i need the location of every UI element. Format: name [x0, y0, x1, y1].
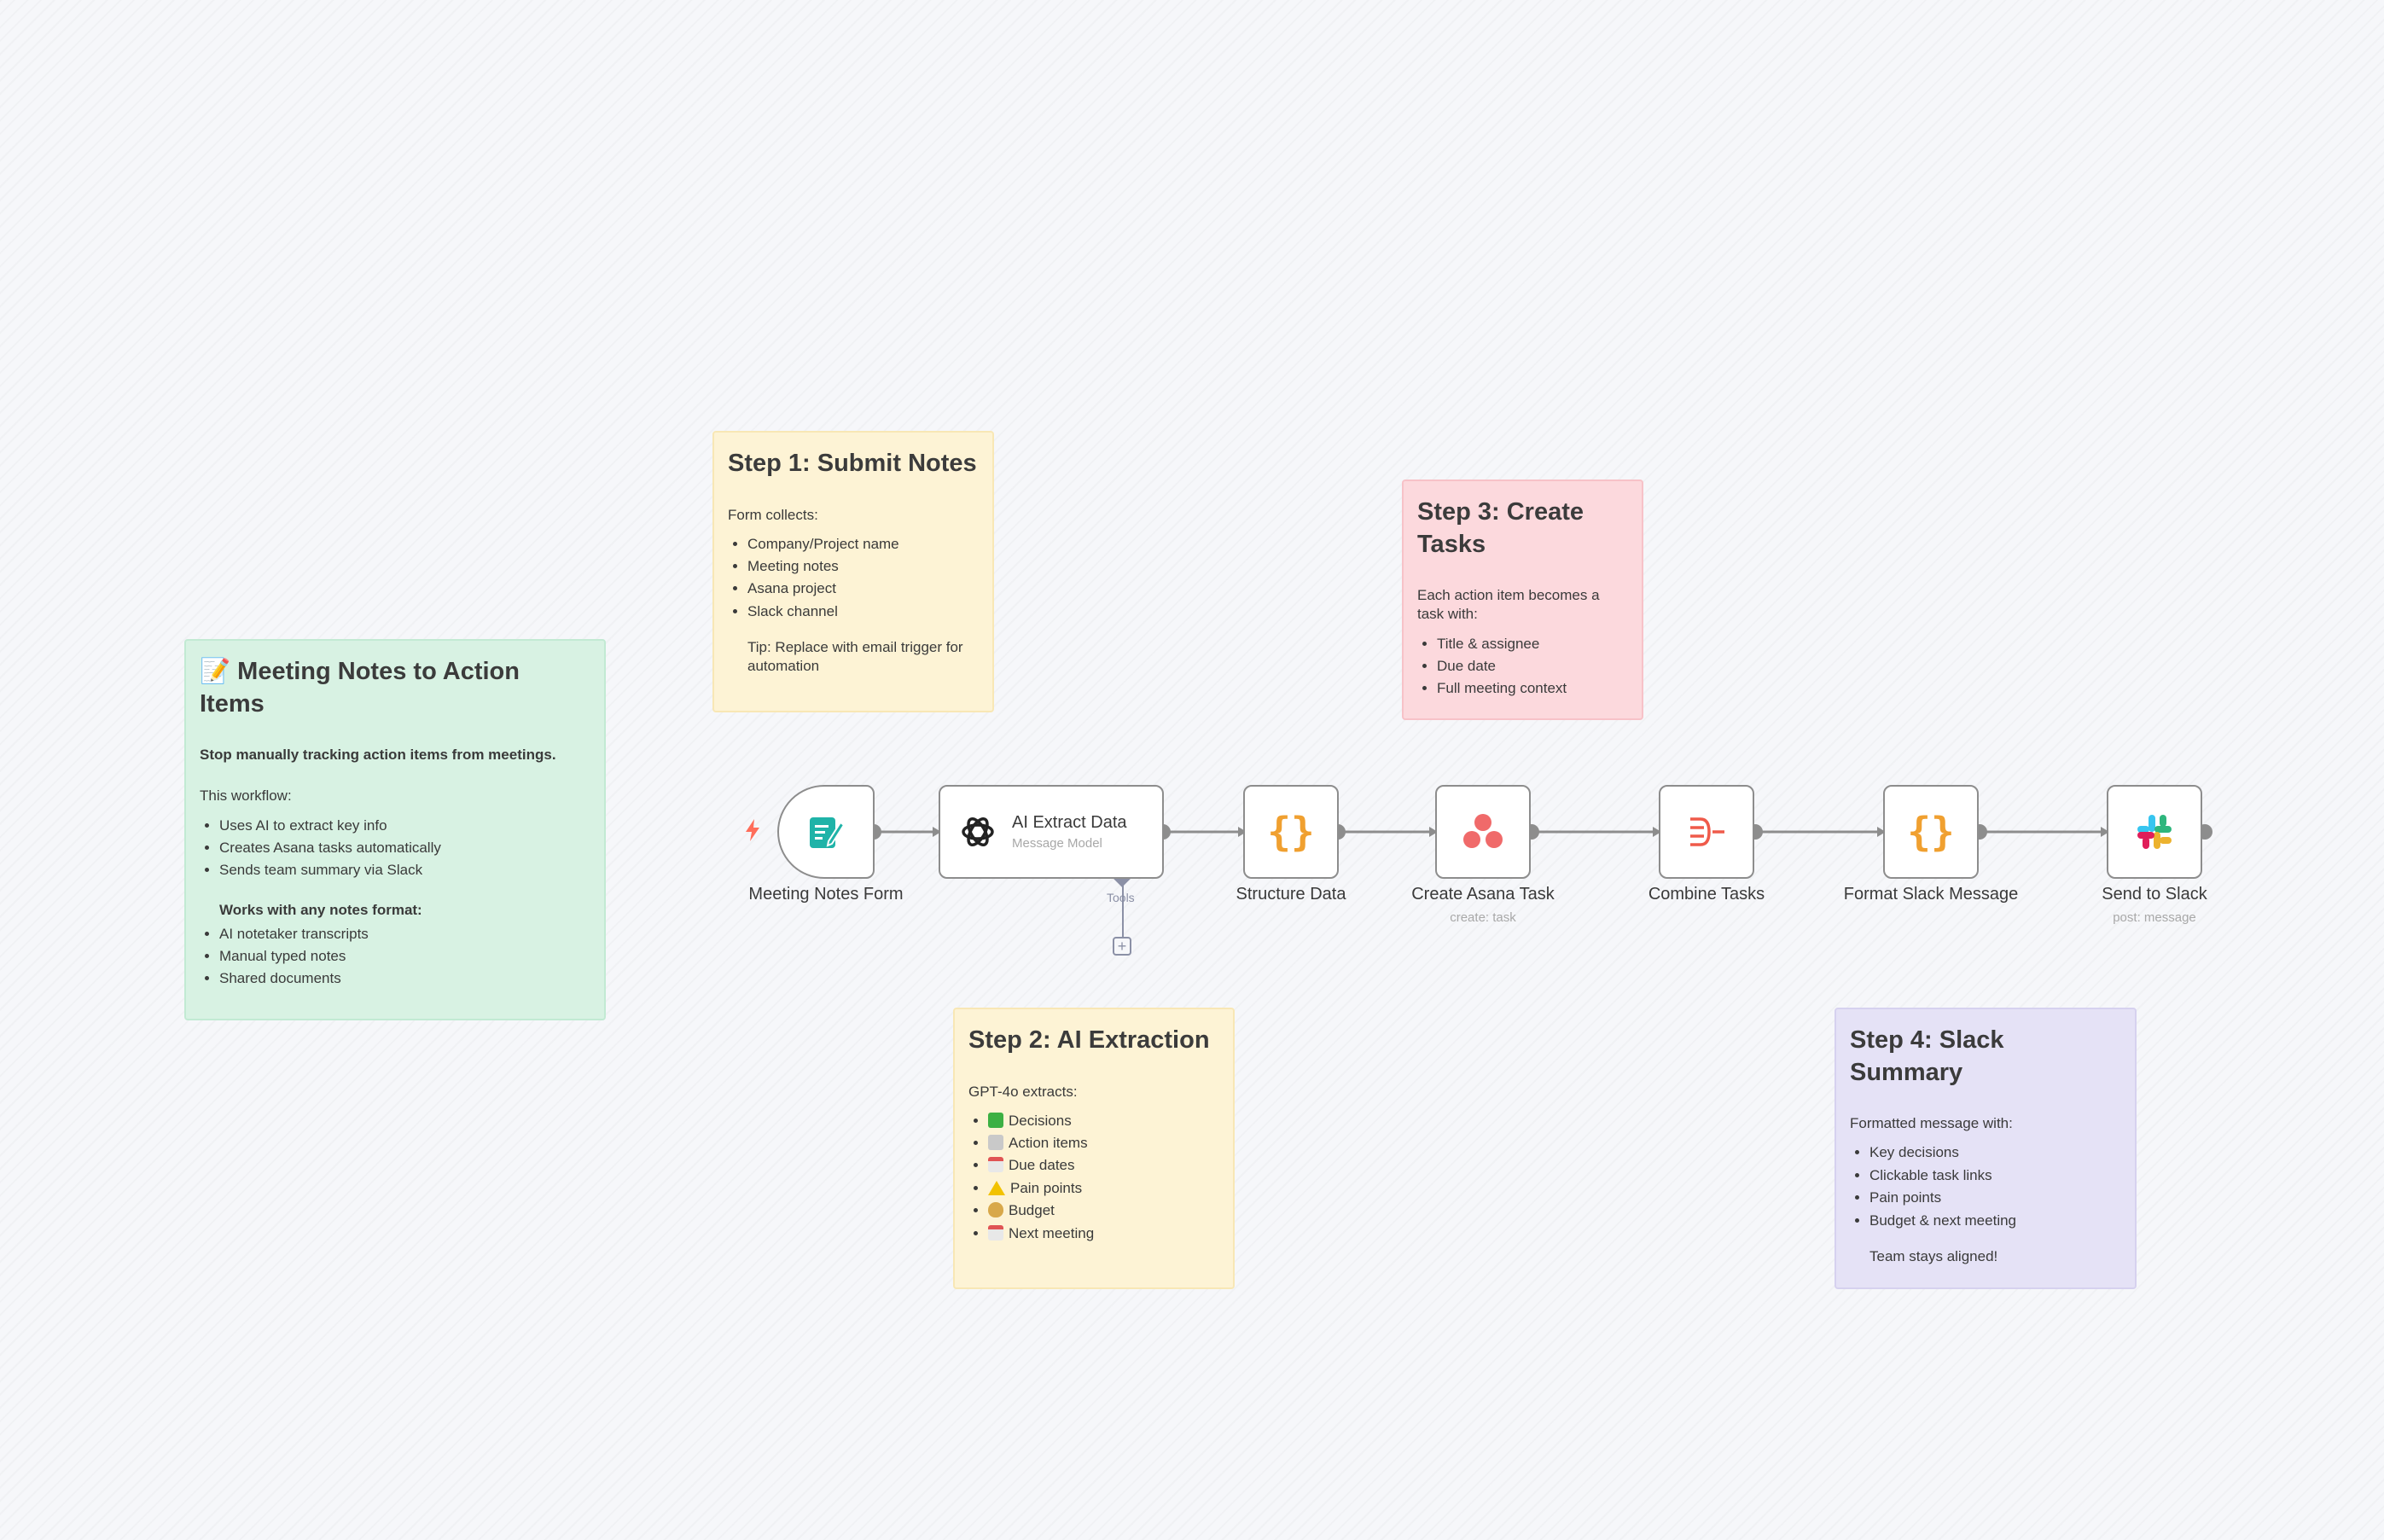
- node-label: Send to Slack: [2102, 885, 2207, 904]
- list-item: Action items: [988, 1132, 1219, 1154]
- node-label: Create Asana Task: [1411, 885, 1555, 904]
- list-item: Meeting notes: [747, 555, 979, 578]
- note-title: Step 2: AI Extraction: [968, 1026, 1210, 1054]
- list-item: Asana project: [747, 578, 979, 600]
- node-create-asana-task[interactable]: [1435, 785, 1531, 879]
- list-item: Company/Project name: [747, 533, 979, 555]
- node-label: Format Slack Message: [1843, 885, 2019, 904]
- list-item: Due dates: [988, 1154, 1219, 1177]
- list-item: Creates Asana tasks automatically: [219, 837, 590, 859]
- note-intro: Each action item becomes a task with:: [1417, 587, 1600, 623]
- list-item: Clickable task links: [1869, 1165, 2121, 1187]
- money-bag-icon: [988, 1202, 1003, 1218]
- slack-icon: [2137, 815, 2172, 849]
- aggregate-icon: [1690, 817, 1724, 846]
- code-braces-icon: {}: [1907, 809, 1955, 855]
- node-label: Structure Data: [1236, 885, 1346, 904]
- note-main-overview[interactable]: 📝 Meeting Notes to Action Items Stop man…: [184, 639, 606, 1020]
- list-item: Manual typed notes: [219, 945, 590, 968]
- note-list: AI notetaker transcripts Manual typed no…: [200, 923, 590, 991]
- note-list: Uses AI to extract key info Creates Asan…: [200, 815, 590, 882]
- list-item: Slack channel: [747, 601, 979, 623]
- note-list: Key decisions Clickable task links Pain …: [1850, 1142, 2121, 1231]
- node-label: Combine Tasks: [1648, 885, 1765, 904]
- list-item: Decisions: [988, 1110, 1219, 1132]
- note-list: Company/Project name Meeting notes Asana…: [728, 533, 979, 623]
- node-subtitle: Message Model: [1012, 836, 1102, 851]
- asana-icon: [1463, 814, 1503, 848]
- list-item: Full meeting context: [1437, 677, 1628, 700]
- note-intro: Formatted message with:: [1850, 1115, 2013, 1132]
- list-item: Title & assignee: [1437, 633, 1628, 655]
- list-item: Next meeting: [988, 1223, 1219, 1245]
- note-title: Step 4: Slack Summary: [1850, 1026, 2004, 1086]
- list-item: Pain points: [988, 1177, 1219, 1200]
- add-tool-button[interactable]: +: [1113, 937, 1131, 956]
- list-item: Due date: [1437, 655, 1628, 677]
- note-title: Step 3: Create Tasks: [1417, 498, 1584, 558]
- note-list: Decisions Action items Due dates Pain po…: [968, 1110, 1219, 1245]
- tools-label: Tools: [1107, 891, 1135, 904]
- note-intro: This workflow:: [200, 787, 292, 805]
- note-outro: Team stays aligned!: [1869, 1247, 1998, 1264]
- list-item: Shared documents: [219, 968, 590, 990]
- clipboard-icon: [988, 1135, 1003, 1151]
- calendar-icon: [988, 1157, 1003, 1173]
- note-intro: Form collects:: [728, 506, 818, 523]
- node-meeting-notes-form[interactable]: [777, 785, 875, 879]
- list-item: Budget & next meeting: [1869, 1210, 2121, 1232]
- note-tip: Tip: Replace with email trigger for auto…: [747, 639, 963, 675]
- note-intro: GPT-4o extracts:: [968, 1083, 1078, 1100]
- warning-icon: [988, 1180, 1005, 1195]
- list-item: Key decisions: [1869, 1142, 2121, 1164]
- note-title: 📝 Meeting Notes to Action Items: [200, 658, 520, 718]
- openai-icon: [962, 816, 994, 847]
- node-structure-data[interactable]: {}: [1243, 785, 1339, 879]
- note-list: Title & assignee Due date Full meeting c…: [1417, 633, 1628, 700]
- note-step2[interactable]: Step 2: AI Extraction GPT-4o extracts: D…: [953, 1008, 1235, 1289]
- node-send-to-slack[interactable]: [2107, 785, 2202, 879]
- list-item: Pain points: [1869, 1187, 2121, 1209]
- form-icon: [810, 817, 846, 848]
- note-step4[interactable]: Step 4: Slack Summary Formatted message …: [1835, 1008, 2137, 1289]
- list-item: Uses AI to extract key info: [219, 815, 590, 837]
- note-step3[interactable]: Step 3: Create Tasks Each action item be…: [1402, 479, 1643, 720]
- node-format-slack-message[interactable]: {}: [1883, 785, 1979, 879]
- node-ai-extract-data[interactable]: AI Extract Data Message Model: [939, 785, 1164, 879]
- list-item: AI notetaker transcripts: [219, 923, 590, 945]
- checkmark-icon: [988, 1112, 1003, 1128]
- calendar-icon: [988, 1224, 1003, 1241]
- node-subtitle: post: message: [2113, 910, 2196, 925]
- node-combine-tasks[interactable]: [1659, 785, 1754, 879]
- node-label: Meeting Notes Form: [748, 885, 904, 904]
- note-lead: Stop manually tracking action items from…: [200, 747, 556, 764]
- note-step1[interactable]: Step 1: Submit Notes Form collects: Comp…: [712, 431, 994, 712]
- note-title: Step 1: Submit Notes: [728, 450, 977, 477]
- code-braces-icon: {}: [1267, 809, 1315, 855]
- node-title: AI Extract Data: [1012, 813, 1127, 832]
- list-item: Budget: [988, 1200, 1219, 1222]
- note-subhead: Works with any notes format:: [219, 901, 422, 918]
- trigger-bolt-icon: [746, 819, 759, 841]
- node-subtitle: create: task: [1450, 910, 1516, 925]
- list-item: Sends team summary via Slack: [219, 859, 590, 881]
